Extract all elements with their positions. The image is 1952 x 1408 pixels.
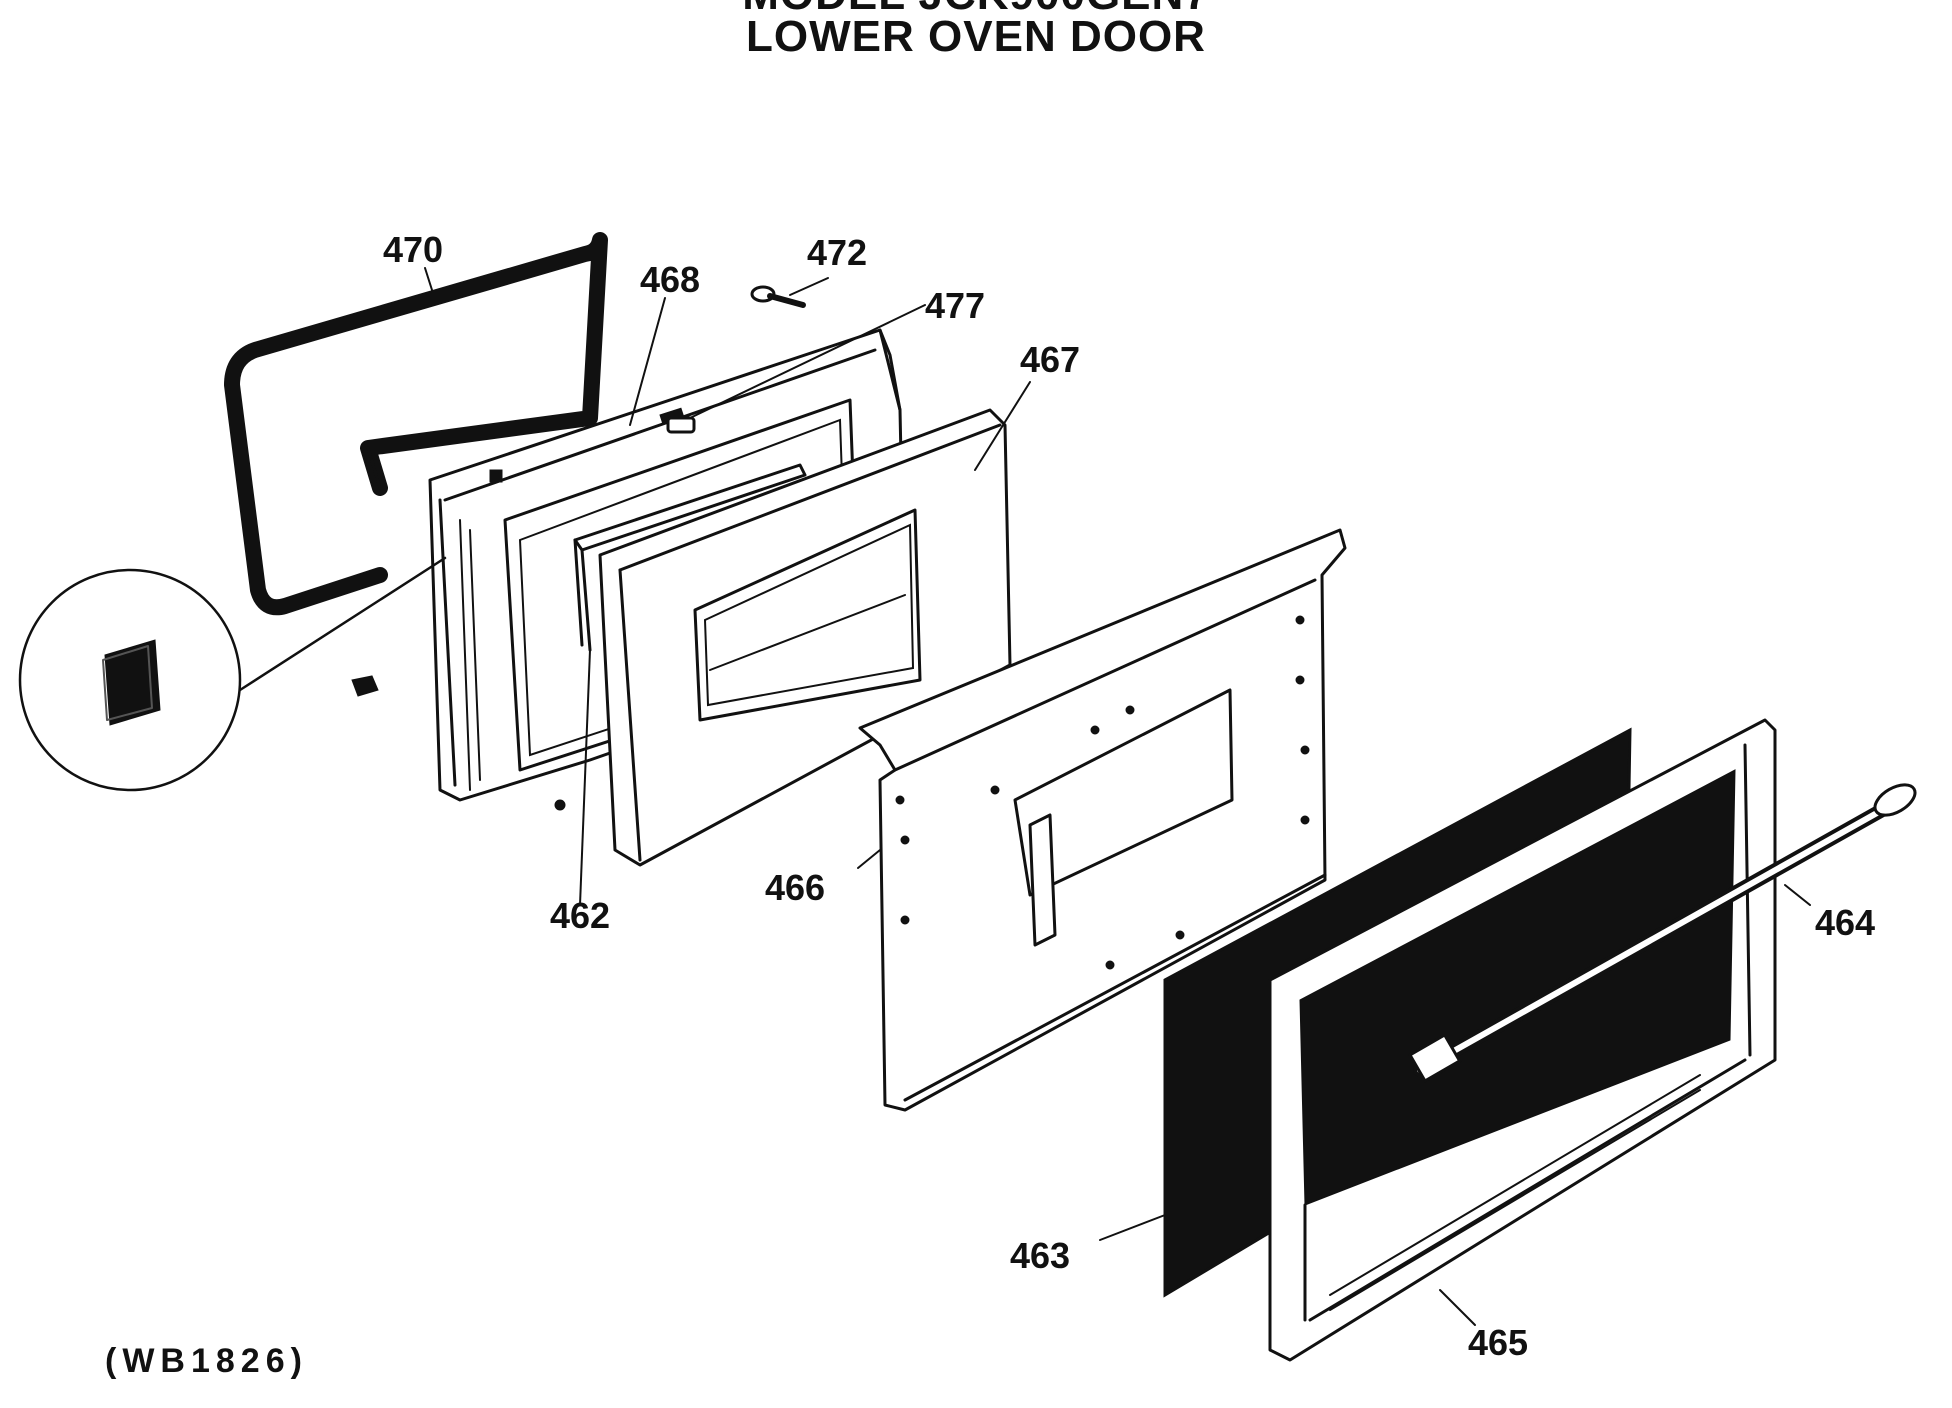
drawing-code: (WB1826) xyxy=(105,1342,308,1380)
part-472-screw xyxy=(750,285,806,308)
loose-fastener xyxy=(351,675,566,811)
leader-lines xyxy=(424,267,1811,1326)
callout-468: 468 xyxy=(640,259,700,300)
callout-463: 463 xyxy=(1010,1235,1070,1276)
part-467-front-panel xyxy=(598,408,1012,867)
model-title: MODEL JCK900GEN7 xyxy=(0,0,1952,16)
part-470-gasket xyxy=(224,232,608,616)
callout-466: 466 xyxy=(765,867,825,908)
part-466-inner-frame xyxy=(858,528,1347,1112)
detail-callout-bubble xyxy=(18,556,447,792)
part-477-clip xyxy=(666,416,696,434)
callout-464: 464 xyxy=(1815,902,1875,943)
part-464-handle xyxy=(1408,783,1917,1083)
callout-472: 472 xyxy=(807,232,867,273)
callout-467: 467 xyxy=(1020,339,1080,380)
part-462-bracket xyxy=(573,463,807,652)
part-465-outer-frame xyxy=(1268,718,1777,1362)
frame-screw-holes xyxy=(895,615,1310,970)
callout-465: 465 xyxy=(1468,1322,1528,1363)
callout-470: 470 xyxy=(383,229,443,270)
callout-labels: 470 468 472 477 467 462 466 464 463 465 xyxy=(383,229,1875,1363)
callout-477: 477 xyxy=(925,285,985,326)
section-title: LOWER OVEN DOOR xyxy=(746,12,1206,61)
callout-462: 462 xyxy=(550,895,610,936)
